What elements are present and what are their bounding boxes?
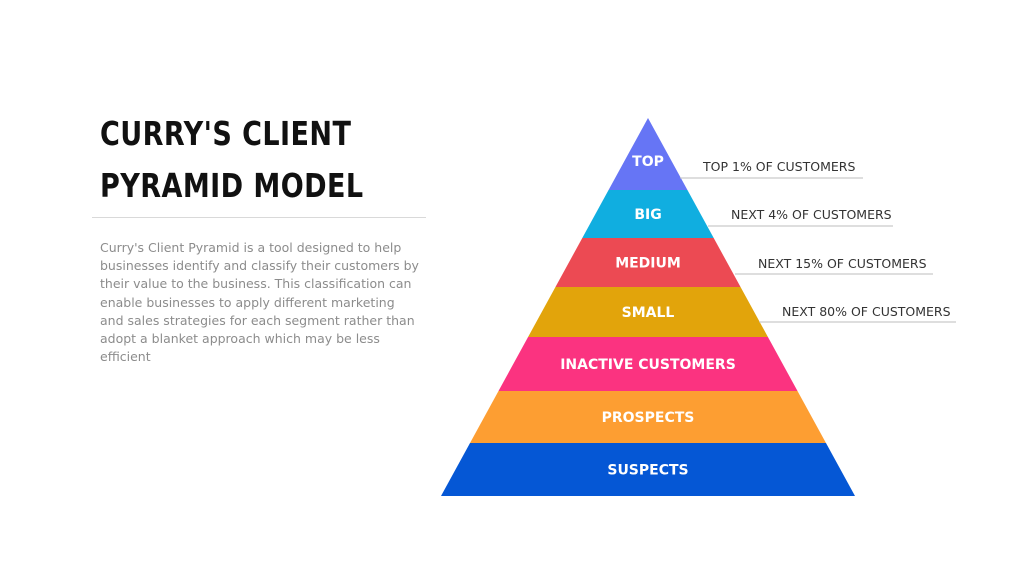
pyramid-tier-label: SMALL	[622, 305, 675, 321]
page-title-line-1: CURRY'S CLIENT	[100, 114, 352, 153]
tier-annotation: NEXT 4% OF CUSTOMERS	[731, 207, 892, 222]
pyramid-tier-label: BIG	[634, 207, 661, 223]
pyramid-tier-suspects	[441, 443, 855, 496]
page-title-line-2: PYRAMID MODEL	[100, 166, 364, 205]
pyramid-tier-label: MEDIUM	[615, 256, 681, 272]
pyramid-tier-medium	[555, 238, 741, 287]
pyramid-tier-label: PROSPECTS	[602, 410, 695, 426]
pyramid-tier-label: SUSPECTS	[607, 463, 688, 479]
pyramid-tier-small	[528, 287, 768, 337]
pyramid-tier-big	[582, 190, 714, 238]
tier-annotation: NEXT 80% OF CUSTOMERS	[782, 304, 951, 319]
tier-annotation: NEXT 15% OF CUSTOMERS	[758, 256, 927, 271]
page-title: CURRY'S CLIENT PYRAMID MODEL	[100, 108, 371, 212]
description-text: Curry's Client Pyramid is a tool designe…	[100, 240, 419, 365]
pyramid-tier-inactive-customers	[498, 337, 798, 391]
pyramid-tier-label: INACTIVE CUSTOMERS	[560, 357, 736, 373]
tier-annotation: TOP 1% OF CUSTOMERS	[702, 159, 855, 174]
pyramid-tier-label: TOP	[632, 154, 664, 170]
pyramid-tier-top	[608, 118, 688, 190]
pyramid-tier-prospects	[470, 391, 826, 443]
title-divider	[92, 217, 426, 218]
